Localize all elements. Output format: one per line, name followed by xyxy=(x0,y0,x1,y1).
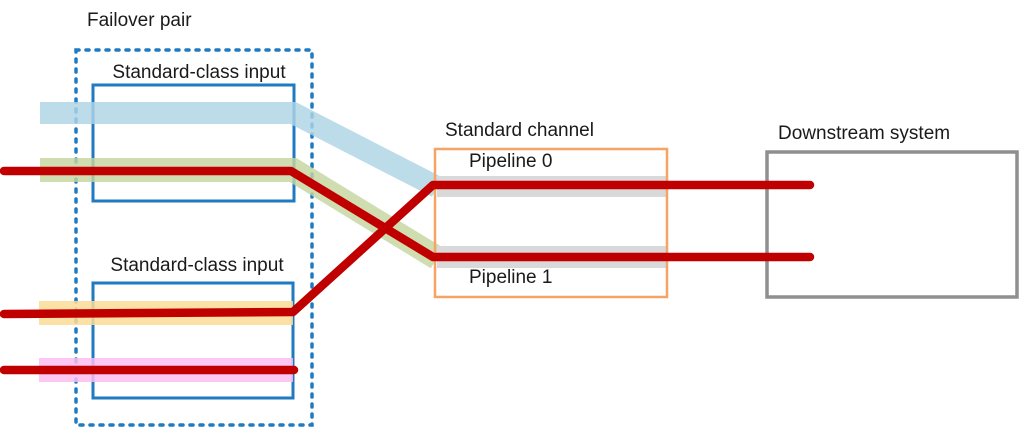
stream-band-green xyxy=(40,158,444,269)
red-connection-green-input-to-pipeline-1 xyxy=(0,166,815,262)
standard-class-input-bottom-box xyxy=(91,281,295,400)
standard-channel-label: Standard channel xyxy=(445,120,594,141)
downstream-system-box xyxy=(765,150,1019,299)
standard-class-input-bottom-label: Standard-class input xyxy=(110,255,284,276)
standard-class-input-top-box xyxy=(91,83,296,203)
standard-class-input-top-label: Standard-class input xyxy=(112,62,286,83)
failover-pair-label: Failover pair xyxy=(87,10,192,31)
pipeline-1-label: Pipeline 1 xyxy=(469,267,552,288)
failover-pair-boundary xyxy=(74,48,314,427)
red-connection-yellow-input-to-pipeline-0 xyxy=(0,180,815,319)
pipeline-0-label: Pipeline 0 xyxy=(469,151,552,172)
standard-channel-box xyxy=(433,147,669,299)
stream-band-blue xyxy=(40,102,443,197)
downstream-system-label: Downstream system xyxy=(778,123,950,144)
